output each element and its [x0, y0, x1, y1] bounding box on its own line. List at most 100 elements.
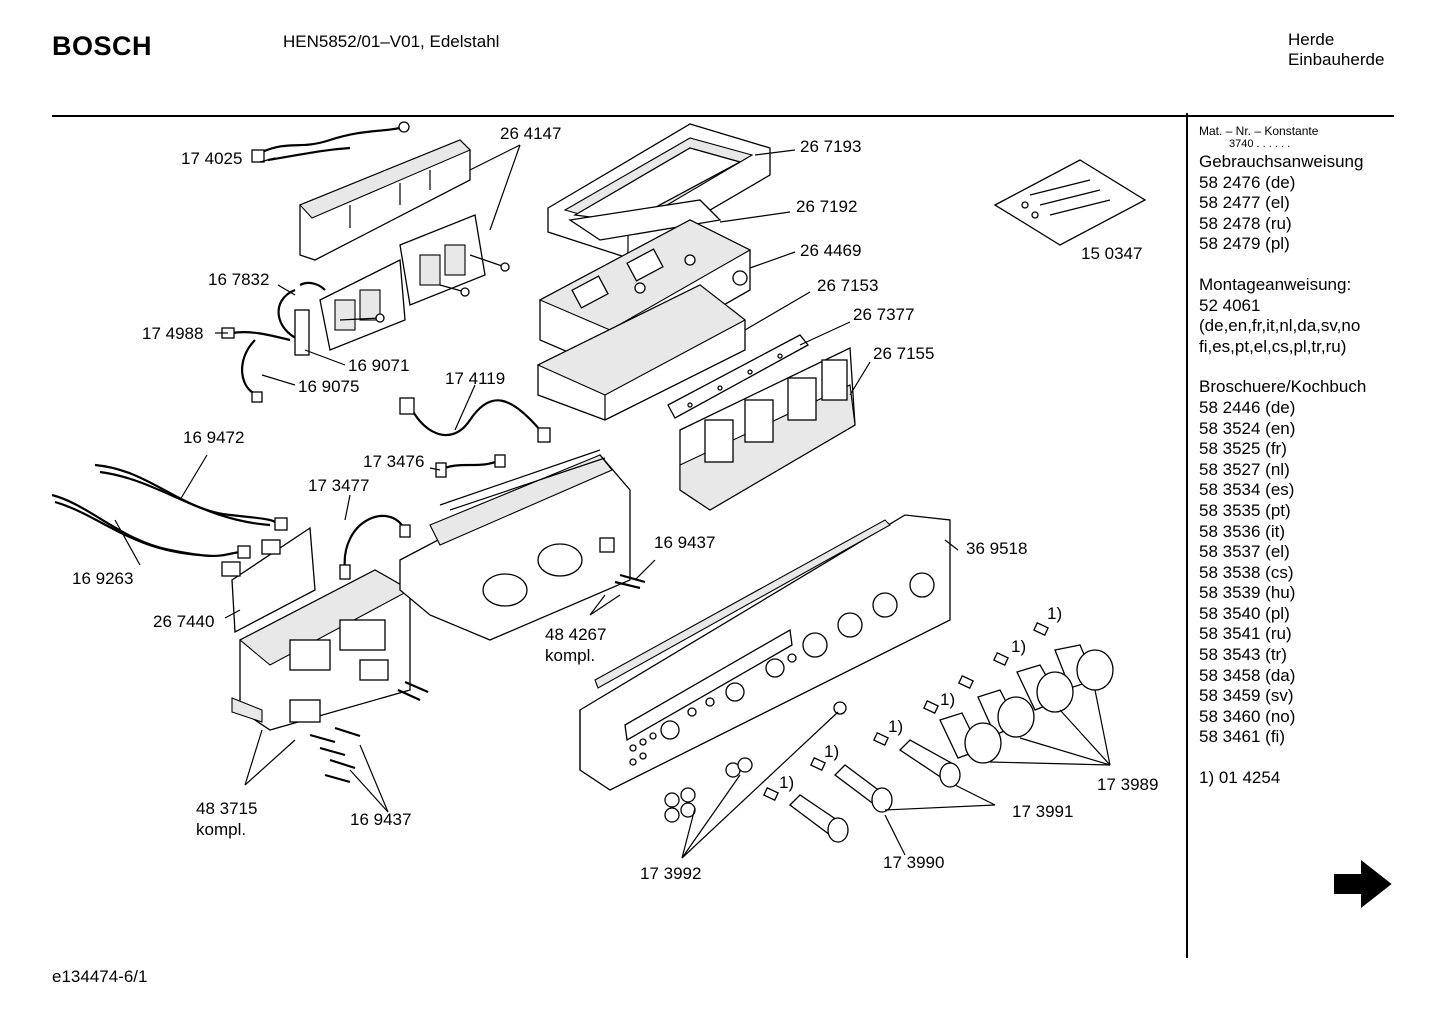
callout-kompl-a: kompl. [545, 646, 595, 665]
leader-lines [114, 144, 1111, 859]
wires-167832 [221, 281, 326, 403]
callout-267192: 26 7192 [796, 197, 857, 216]
category-line-2: Einbauherde [1288, 50, 1385, 69]
parts-sidebar: Mat. – Nr. – Konstante 3740 . . . . . . … [1199, 124, 1394, 789]
wire-harness-174025 [251, 121, 410, 163]
footnote: 1) 01 4254 [1199, 768, 1281, 788]
callout-footnote: 1) [1011, 637, 1026, 656]
list-item: 58 3543 (tr) [1199, 645, 1287, 665]
callout-264147: 26 4147 [500, 124, 561, 143]
category-line-1: Herde [1288, 30, 1335, 49]
wire-174119 [399, 397, 551, 443]
callout-169263: 16 9263 [72, 569, 133, 588]
callout-173477: 17 3477 [308, 476, 369, 495]
sidebar-header: Mat. – Nr. – Konstante [1199, 124, 1319, 138]
callout-369518: 36 9518 [966, 539, 1027, 558]
screws-169437 [309, 573, 646, 784]
list-item: 58 3527 (nl) [1199, 459, 1290, 479]
model-title: HEN5852/01–V01, Edelstahl [283, 32, 500, 51]
callout-173989: 17 3989 [1097, 775, 1158, 794]
callout-267377: 26 7377 [853, 305, 914, 324]
callout-169075: 16 9075 [298, 377, 359, 396]
wires-169472 [51, 463, 288, 559]
callout-264469: 26 4469 [800, 241, 861, 260]
list-item: 58 3536 (it) [1199, 521, 1285, 541]
relay-carrier-267155 [679, 346, 856, 511]
callout-labels: 17 4025 26 4147 26 7193 26 7192 26 4469 … [72, 124, 1158, 883]
gebrauch-list: 58 2476 (de) 58 2477 (el) 58 2478 (ru) 5… [1199, 173, 1394, 255]
callout-267193: 26 7193 [800, 137, 861, 156]
insulation-267192 [568, 199, 722, 241]
list-item: 58 3537 (el) [1199, 542, 1290, 562]
callout-173992: 17 3992 [640, 864, 701, 883]
callout-174025: 17 4025 [181, 149, 242, 168]
callout-kompl-b: kompl. [196, 820, 246, 839]
list-item: 58 2478 (ru) [1199, 213, 1292, 233]
list-item: 58 3534 (es) [1199, 480, 1295, 500]
knobs-173991 [789, 739, 961, 843]
callout-footnote: 1) [888, 717, 903, 736]
list-item: 58 2476 (de) [1199, 172, 1296, 192]
rear-panel-264147 [299, 139, 471, 261]
brosch-list: 58 2446 (de) 58 3524 (en) 58 3525 (fr) 5… [1199, 398, 1394, 748]
callout-169437-a: 16 9437 [654, 533, 715, 552]
list-item: 58 3539 (hu) [1199, 583, 1296, 603]
gebrauch-title: Gebrauchsanweisung [1199, 152, 1364, 171]
callout-173991: 17 3991 [1012, 802, 1073, 821]
list-item: (de,en,fr,it,nl,da,sv,no [1199, 316, 1361, 336]
callout-footnote: 1) [1047, 604, 1062, 623]
brosch-title: Broschuere/Kochbuch [1199, 377, 1367, 397]
document-code: e134474-6/1 [52, 967, 148, 986]
sidebar-subheader: 3740 . . . . . . [1229, 138, 1291, 150]
callout-267153: 26 7153 [817, 276, 878, 295]
callout-169437-b: 16 9437 [350, 810, 411, 829]
list-item: fi,es,pt,el,cs,pl,tr,ru) [1199, 336, 1347, 356]
montage-list: 52 4061 (de,en,fr,it,nl,da,sv,no fi,es,p… [1199, 296, 1394, 358]
switch-block-169071 [319, 214, 510, 351]
category-label: Herde Einbauherde [1288, 30, 1384, 70]
callout-footnote: 1) [940, 690, 955, 709]
callout-484267: 48 4267 [545, 625, 606, 644]
callout-169071: 16 9071 [348, 356, 409, 375]
callout-169472: 16 9472 [183, 428, 244, 447]
callout-483715: 48 3715 [196, 799, 257, 818]
list-item: 58 3541 (ru) [1199, 624, 1292, 644]
clips-014254 [763, 621, 1049, 802]
callout-footnote: 1) [779, 773, 794, 792]
list-item: 58 3540 (pl) [1199, 603, 1290, 623]
callout-174119: 17 4119 [445, 369, 505, 388]
list-item: 58 2479 (pl) [1199, 234, 1290, 254]
callout-267155: 26 7155 [873, 344, 934, 363]
callout-footnote: 1) [824, 742, 839, 761]
screw-bag-150347 [993, 159, 1147, 246]
callout-167832: 16 7832 [208, 270, 269, 289]
montage-title: Montageanweisung: [1199, 274, 1352, 294]
list-item: 58 3459 (sv) [1199, 686, 1294, 706]
list-item: 58 3458 (da) [1199, 665, 1296, 685]
wire-173477 [339, 514, 411, 580]
header-divider [52, 115, 1394, 117]
list-item: 58 3535 (pt) [1199, 500, 1291, 520]
front-panel-369518 [579, 514, 951, 791]
arrow-right-icon[interactable] [1334, 859, 1392, 909]
callout-173990: 17 3990 [883, 853, 944, 872]
strip-267377 [667, 334, 809, 419]
callout-267440: 26 7440 [153, 612, 214, 631]
list-item: 52 4061 [1199, 295, 1261, 315]
callout-174988: 17 4988 [142, 324, 203, 343]
list-item: 58 2446 (de) [1199, 397, 1296, 417]
sidebar-divider [1186, 113, 1188, 958]
wire-173476 [435, 454, 506, 478]
list-item: 58 3525 (fr) [1199, 439, 1287, 459]
knobs-173992 [664, 701, 847, 823]
list-item: 58 3461 (fi) [1199, 727, 1285, 747]
list-item: 58 2477 (el) [1199, 193, 1290, 213]
list-item: 58 3460 (no) [1199, 706, 1296, 726]
brand-logo: BOSCH [52, 31, 153, 61]
plate-267440 [221, 526, 316, 634]
electronic-module-483715 [231, 569, 412, 731]
callout-150347: 15 0347 [1081, 244, 1142, 263]
list-item: 58 3538 (cs) [1199, 562, 1294, 582]
callout-173476: 17 3476 [363, 452, 424, 471]
